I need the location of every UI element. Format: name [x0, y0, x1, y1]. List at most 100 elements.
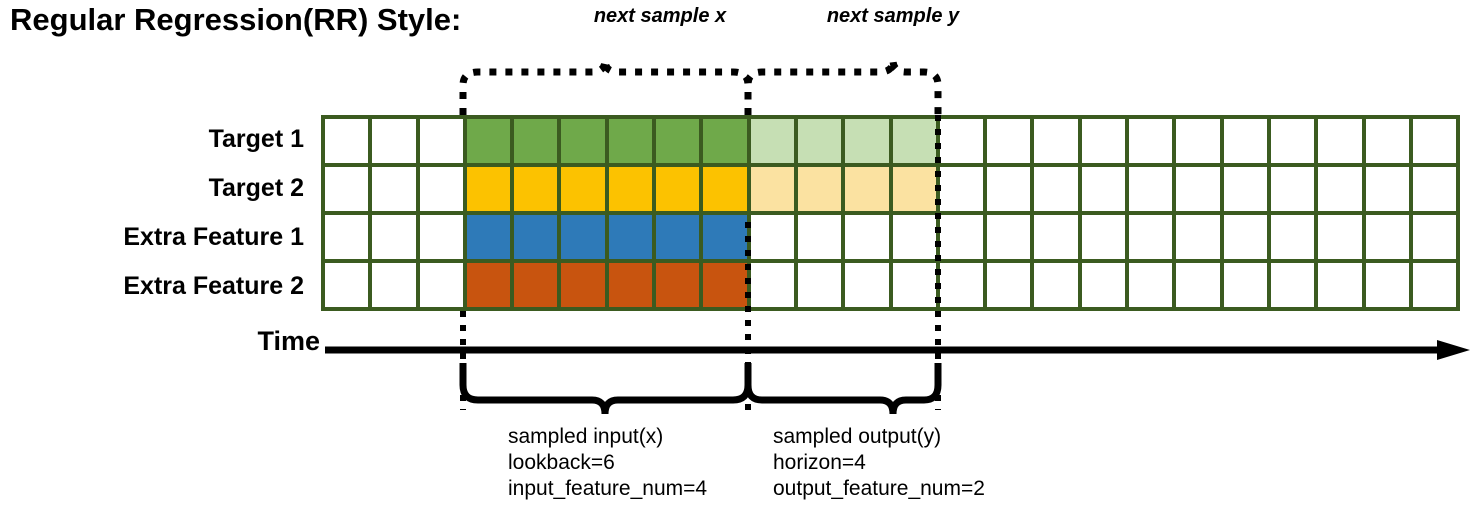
grid-cell	[703, 167, 747, 211]
grid-cell	[656, 167, 700, 211]
grid-cell	[987, 263, 1031, 307]
grid-cell	[892, 215, 936, 259]
grid-cell	[656, 215, 700, 259]
grid-cell	[1365, 215, 1409, 259]
grid-cell	[797, 167, 842, 211]
caption-next-sample-x: next sample x	[593, 5, 727, 27]
grid-cell	[656, 119, 700, 163]
grid-cell	[1034, 119, 1078, 163]
grid-cell	[750, 215, 794, 259]
grid-cell	[1223, 119, 1267, 163]
grid-cell	[419, 263, 463, 307]
grid-cell	[1365, 263, 1409, 307]
grid-cell	[1412, 167, 1457, 211]
grid-cell	[1412, 119, 1457, 163]
grid-cell	[466, 167, 511, 211]
grid-cell	[561, 119, 605, 163]
page-title: Regular Regression(RR) Style:	[10, 2, 462, 37]
sampled-input-line-3: input_feature_num=4	[508, 477, 708, 500]
grid-cell	[372, 119, 416, 163]
sampled-input-line-2: lookback=6	[508, 451, 615, 474]
grid-cell	[1412, 215, 1457, 259]
grid-cell	[939, 263, 984, 307]
grid-cell	[845, 119, 889, 163]
grid-cell	[892, 167, 936, 211]
grid-cell	[419, 167, 463, 211]
grid-cell	[561, 215, 605, 259]
grid-cell	[1034, 263, 1078, 307]
grid-cell	[987, 167, 1031, 211]
grid-cell	[561, 167, 605, 211]
grid-cell	[372, 215, 416, 259]
grid-cell	[1129, 119, 1173, 163]
grid-cell	[750, 263, 794, 307]
grid-cell	[372, 167, 416, 211]
grid-cell	[1223, 263, 1267, 307]
grid-cell	[797, 263, 842, 307]
grid-cell	[608, 215, 653, 259]
grid-cell	[1318, 119, 1362, 163]
grid-cell	[1129, 263, 1173, 307]
row-label-target-1: Target 1	[208, 125, 304, 153]
sampled-output-line-1: sampled output(y)	[773, 425, 942, 448]
brace-sampled-output	[744, 363, 942, 415]
grid-row	[325, 167, 1457, 211]
row-label-extra-feature-1: Extra Feature 1	[123, 223, 304, 251]
grid-cell	[466, 119, 511, 163]
grid-cell	[797, 119, 842, 163]
brace-next-sample-y	[744, 59, 942, 115]
row-label-target-2: Target 2	[208, 174, 304, 202]
grid-cell	[325, 167, 369, 211]
brace-sampled-input	[459, 363, 752, 415]
grid-cell	[325, 263, 369, 307]
grid-row	[325, 215, 1457, 259]
timeseries-grid	[321, 115, 1460, 311]
grid-cell	[514, 215, 558, 259]
time-axis-label: Time	[257, 326, 320, 356]
grid-cell	[561, 263, 605, 307]
grid-cell	[703, 215, 747, 259]
grid-cell	[1270, 167, 1315, 211]
grid-cell	[608, 119, 653, 163]
grid-cell	[325, 215, 369, 259]
grid-cell	[466, 263, 511, 307]
grid-cell	[608, 167, 653, 211]
grid-cell	[514, 119, 558, 163]
grid-cell	[514, 263, 558, 307]
grid-cell	[1270, 263, 1315, 307]
grid-cell	[1081, 167, 1126, 211]
sampled-output-description: sampled output(y) horizon=4 output_featu…	[773, 424, 985, 502]
grid-cell	[1081, 263, 1126, 307]
grid-cell	[939, 215, 984, 259]
grid-cell	[1129, 215, 1173, 259]
grid-cell	[1318, 167, 1362, 211]
grid-cell	[514, 167, 558, 211]
grid-cell	[325, 119, 369, 163]
grid-cell	[372, 263, 416, 307]
grid-cell	[703, 119, 747, 163]
grid-cell	[466, 215, 511, 259]
grid-cell	[1270, 215, 1315, 259]
grid-cell	[1176, 167, 1220, 211]
grid-cell	[1081, 215, 1126, 259]
grid-cell	[1318, 263, 1362, 307]
sampled-input-line-1: sampled input(x)	[508, 425, 664, 448]
sampled-input-description: sampled input(x) lookback=6 input_featur…	[508, 424, 707, 502]
grid-cell	[656, 263, 700, 307]
grid-cell	[419, 215, 463, 259]
grid-cell	[1223, 167, 1267, 211]
grid-cell	[1176, 263, 1220, 307]
grid-cell	[703, 263, 747, 307]
grid-cell	[750, 167, 794, 211]
caption-next-sample-y: next sample y	[826, 5, 960, 27]
grid-cell	[1081, 119, 1126, 163]
grid-row	[325, 263, 1457, 307]
grid-cell	[892, 119, 936, 163]
brace-next-sample-x	[459, 59, 752, 115]
row-label-extra-feature-2: Extra Feature 2	[123, 272, 304, 300]
grid-cell	[892, 263, 936, 307]
grid-cell	[608, 263, 653, 307]
grid-cell	[1412, 263, 1457, 307]
grid-cell	[1365, 167, 1409, 211]
grid-cell	[750, 119, 794, 163]
